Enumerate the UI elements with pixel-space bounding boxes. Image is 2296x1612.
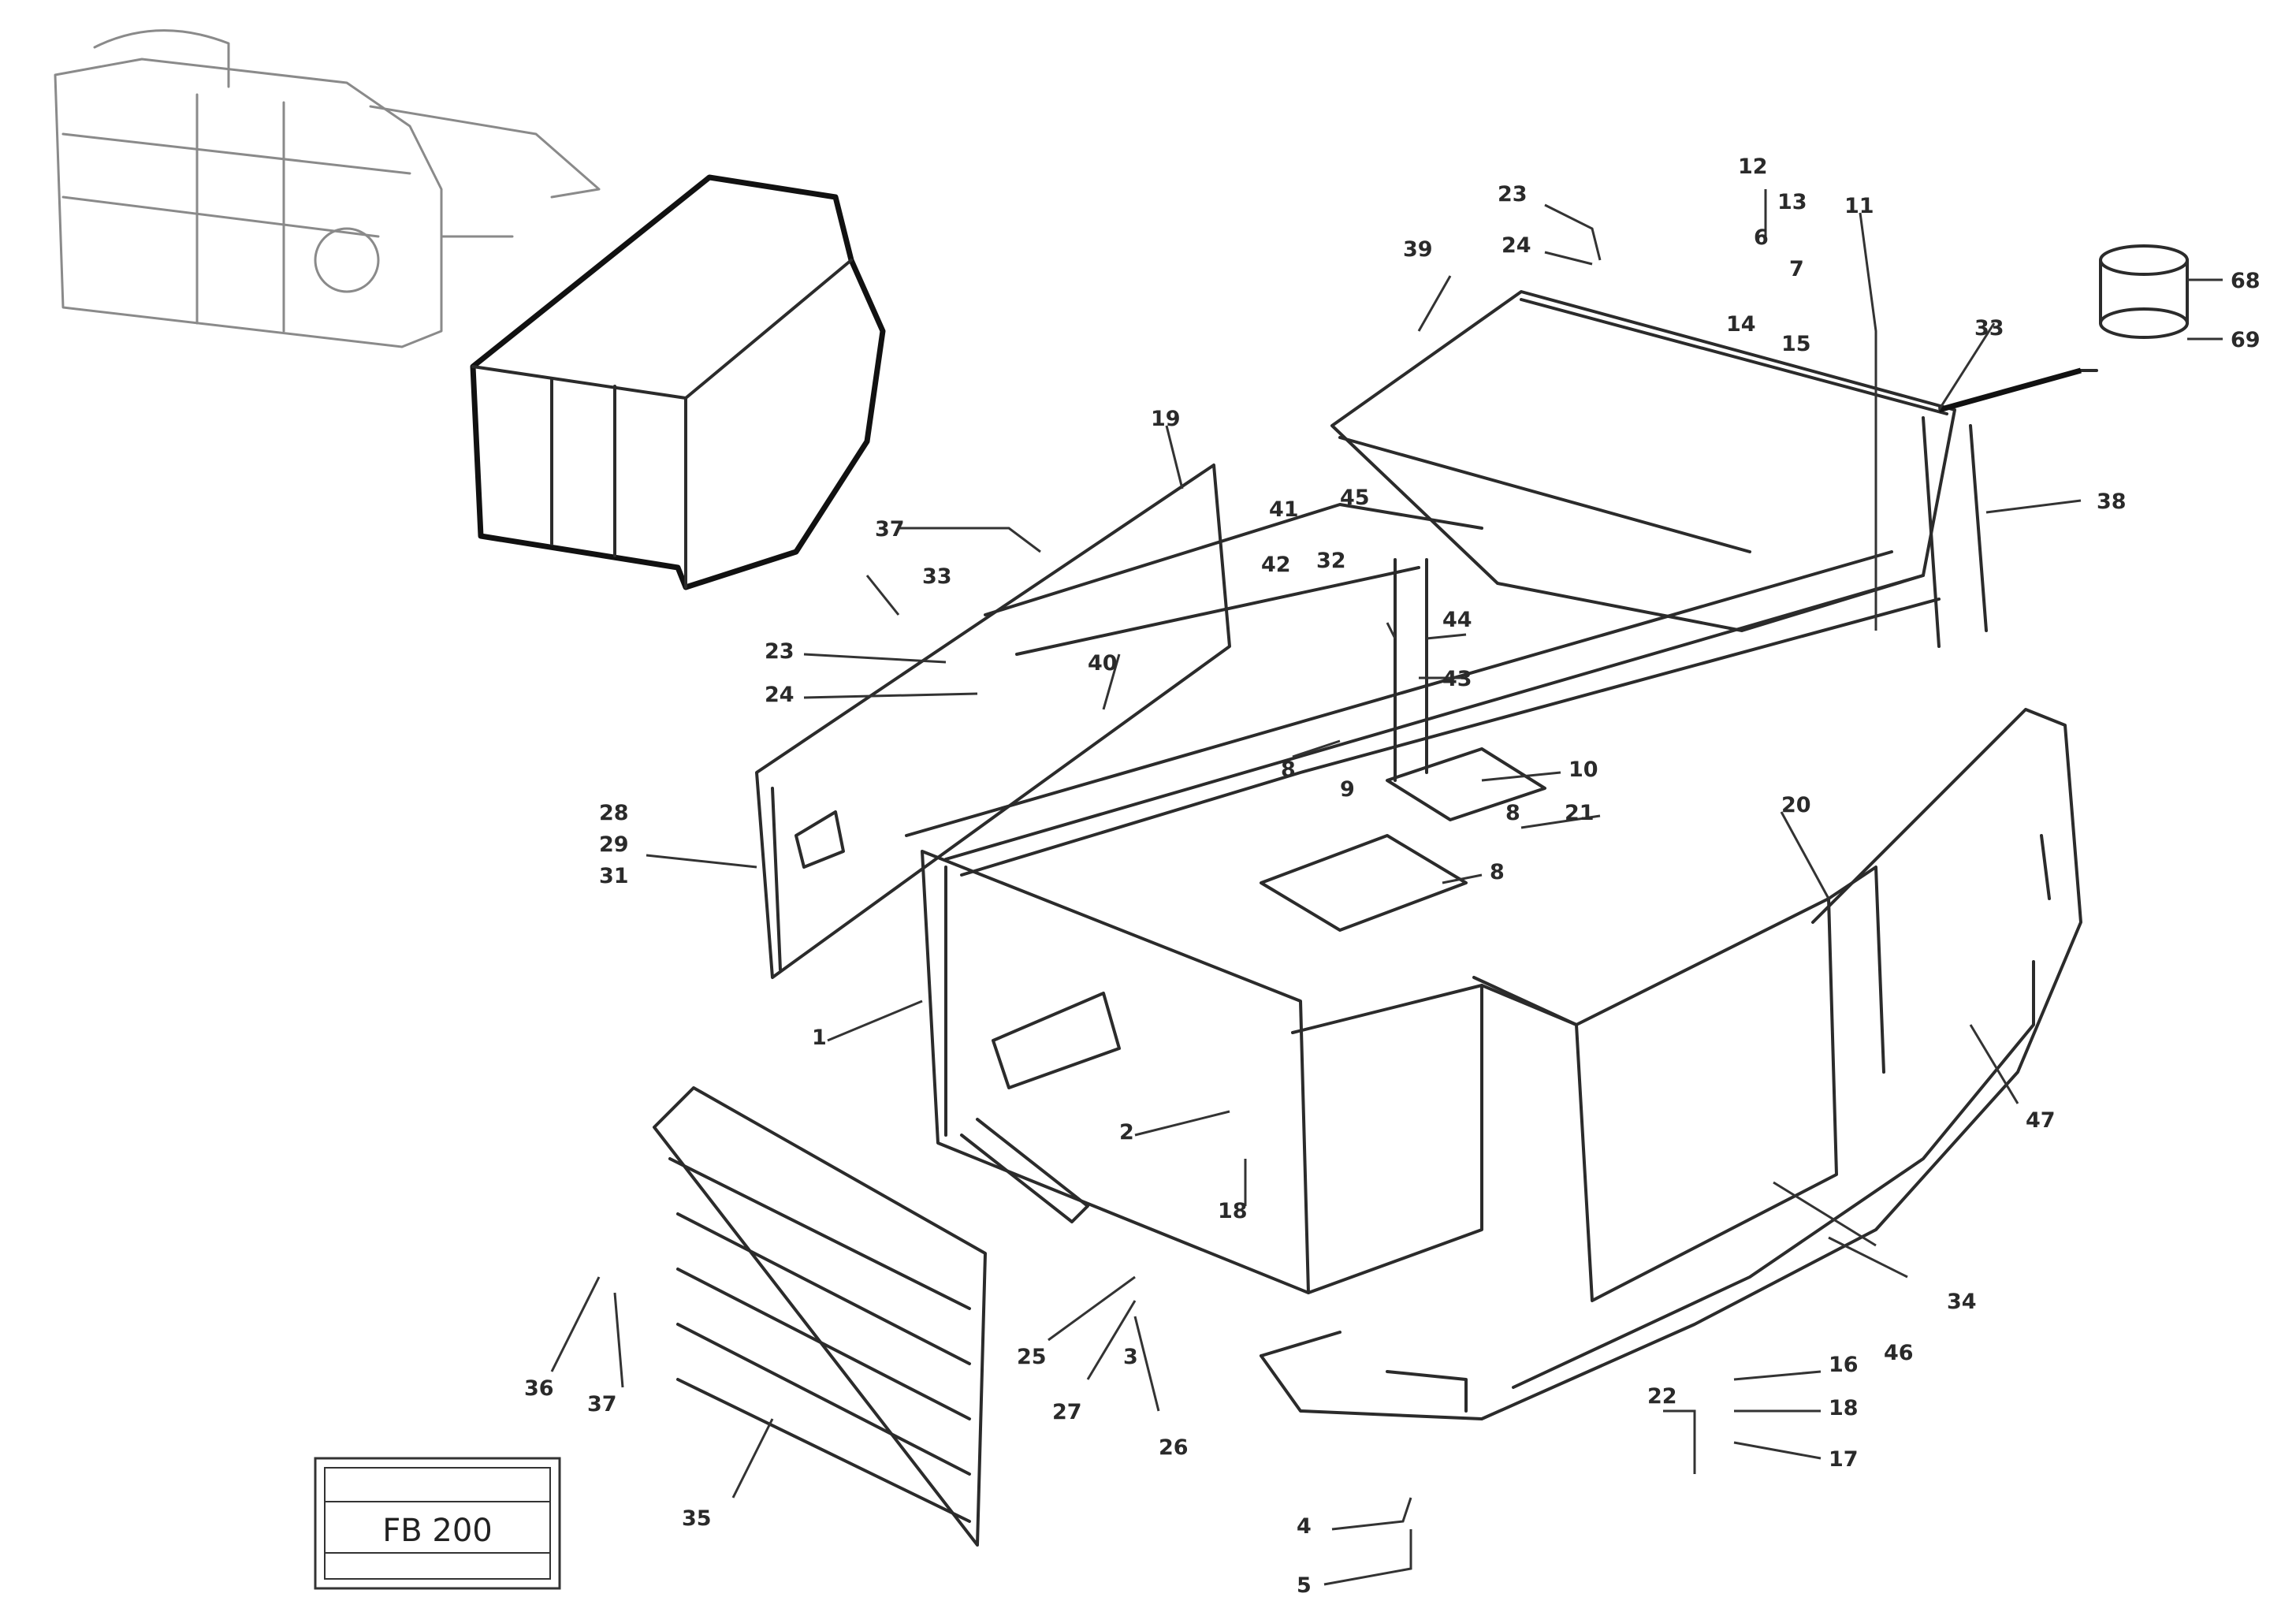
callouts: 23 24 12 13 11 39 14 15 6 7 33 68 69 19 … — [524, 154, 2261, 1598]
callout-label: 21 — [1565, 801, 1595, 825]
callout-label: 12 — [1738, 154, 1768, 179]
callout-label: 69 — [2231, 328, 2261, 352]
cap-cylinder — [2079, 244, 2189, 372]
callout-label: 8 — [1490, 860, 1505, 884]
callout-label: 10 — [1568, 758, 1598, 782]
callout-label: 7 — [1789, 257, 1804, 281]
callout-label: 32 — [1316, 549, 1346, 573]
callout-label: 20 — [1781, 793, 1811, 817]
ghost-engine-assembly — [54, 29, 601, 348]
callout-label: 26 — [1159, 1435, 1189, 1460]
callout-label: 45 — [1340, 486, 1370, 510]
callout-label: 43 — [1442, 667, 1472, 691]
reference-stamp: FB 200 — [314, 1457, 561, 1590]
callout-label: 22 — [1647, 1384, 1677, 1409]
callout-label: 38 — [2097, 490, 2127, 514]
callout-label: 11 — [1844, 194, 1874, 218]
callout-label: 68 — [2231, 269, 2261, 293]
hinge-rod — [1938, 367, 2082, 413]
counterweight — [1260, 708, 2082, 1420]
callout-label: 29 — [599, 832, 629, 857]
callout-label: 31 — [599, 864, 629, 888]
leader-lines — [550, 189, 2223, 1586]
main-frame — [905, 290, 1988, 1302]
callout-label: 44 — [1442, 608, 1472, 632]
callout-label: 15 — [1781, 332, 1811, 356]
stamp-code: FB 200 — [382, 1513, 493, 1549]
callout-label: 46 — [1884, 1341, 1914, 1365]
callout-label: 37 — [875, 517, 905, 542]
callout-label: 3 — [1123, 1345, 1138, 1369]
callout-label: 19 — [1151, 407, 1181, 431]
callout-label: 13 — [1777, 190, 1807, 214]
callout-label: 35 — [682, 1506, 712, 1531]
callout-label: 41 — [1269, 497, 1299, 522]
callout-label: 18 — [1829, 1396, 1859, 1420]
callout-label: 36 — [524, 1376, 554, 1401]
callout-label: 37 — [587, 1392, 617, 1417]
callout-label: 8 — [1505, 801, 1520, 825]
callout-label: 42 — [1261, 553, 1291, 577]
fuel-tank — [470, 174, 886, 590]
callout-label: 33 — [922, 564, 952, 589]
callout-label: 9 — [1340, 777, 1355, 802]
callout-label: 24 — [765, 683, 794, 707]
callout-label: 24 — [1502, 233, 1531, 258]
callout-label: 23 — [1498, 182, 1528, 207]
callout-label: 40 — [1088, 651, 1118, 676]
callout-label: 39 — [1403, 237, 1433, 262]
callout-label: 8 — [1281, 758, 1296, 782]
callout-label: 4 — [1297, 1514, 1312, 1539]
callout-label: 2 — [1119, 1120, 1134, 1145]
callout-label: 25 — [1017, 1345, 1047, 1369]
callout-label: 28 — [599, 801, 629, 825]
side-cover-panel — [755, 463, 1231, 979]
callout-label: 1 — [812, 1026, 827, 1050]
callout-label: 27 — [1052, 1400, 1082, 1424]
callout-label: 47 — [2026, 1108, 2056, 1133]
callout-label: 14 — [1726, 312, 1756, 337]
callout-label: 23 — [765, 639, 794, 664]
callout-label: 16 — [1829, 1353, 1859, 1377]
pipe — [960, 1118, 1089, 1223]
radiator-grille — [653, 1086, 987, 1547]
callout-label: 18 — [1218, 1199, 1248, 1223]
callout-label: 33 — [1974, 316, 2004, 341]
callout-label: 17 — [1829, 1447, 1859, 1472]
callout-label: 5 — [1297, 1573, 1312, 1598]
callout-label: 6 — [1754, 225, 1769, 250]
callout-label: 34 — [1947, 1290, 1977, 1314]
